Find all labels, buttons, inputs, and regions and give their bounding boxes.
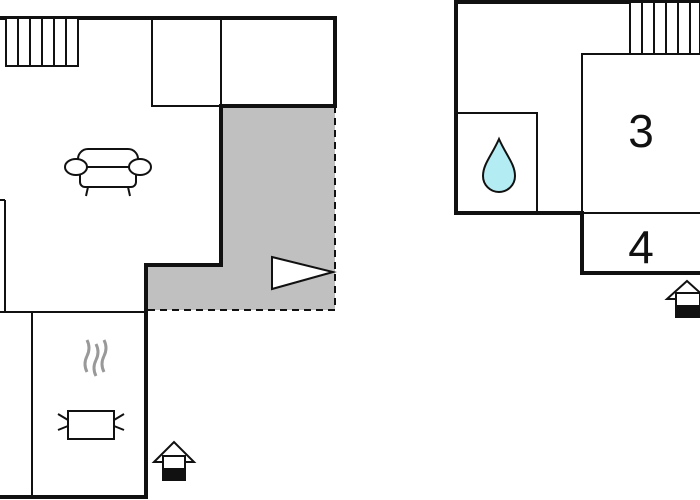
staircase-icon (5, 17, 79, 67)
terrace-direction-icon (271, 255, 337, 291)
outer-wall (0, 16, 337, 499)
terrace-dashed-edge (146, 106, 336, 311)
top-room-wall (151, 18, 221, 107)
sofa-icon (64, 148, 152, 197)
entrance-icon (664, 279, 700, 318)
left-unit (0, 16, 337, 499)
right-unit (454, 0, 700, 275)
outer-wall-right (454, 0, 700, 275)
staircase-icon (629, 1, 700, 55)
bathroom-wall (456, 112, 538, 213)
room-4-label: 4 (628, 221, 654, 273)
terrace-area (146, 106, 335, 310)
water-drop-icon (481, 136, 517, 193)
entrance-icon (151, 440, 197, 481)
cooking-pot-icon (57, 339, 125, 440)
room-3-label: 3 (628, 105, 654, 157)
